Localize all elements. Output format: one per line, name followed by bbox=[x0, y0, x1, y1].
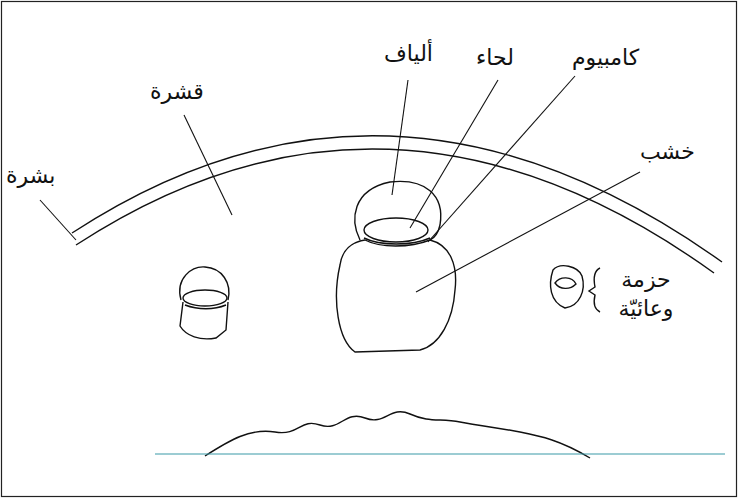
part-label: كامبيوم bbox=[572, 44, 639, 73]
leader-line bbox=[184, 115, 232, 215]
baseline bbox=[155, 453, 725, 454]
bracket bbox=[589, 268, 600, 312]
leader-line bbox=[416, 172, 640, 292]
part-label: ألياف bbox=[384, 40, 433, 69]
epidermis-inner bbox=[76, 149, 714, 273]
part-label: خشب bbox=[640, 138, 695, 167]
part-label: قشرة bbox=[150, 78, 204, 107]
part-label: لحاء bbox=[476, 44, 514, 73]
leader-line bbox=[392, 80, 408, 195]
small-bundle-xylem bbox=[180, 302, 228, 339]
right-bundle-phloem bbox=[555, 278, 576, 289]
part-label: بشرة bbox=[6, 162, 55, 191]
small-bundle-cambium bbox=[185, 305, 226, 309]
part-label: حزمة وعائيّة bbox=[604, 266, 688, 323]
pith-outline bbox=[205, 412, 590, 458]
small-bundle-phloem bbox=[183, 290, 227, 306]
right-bundle bbox=[551, 266, 584, 308]
xylem bbox=[336, 240, 455, 352]
phloem bbox=[364, 218, 428, 242]
epidermis-outer bbox=[72, 136, 722, 262]
leader-line bbox=[428, 76, 575, 242]
small-bundle-fibers bbox=[180, 267, 229, 300]
leader-line bbox=[410, 80, 498, 228]
leader-line bbox=[40, 200, 76, 240]
